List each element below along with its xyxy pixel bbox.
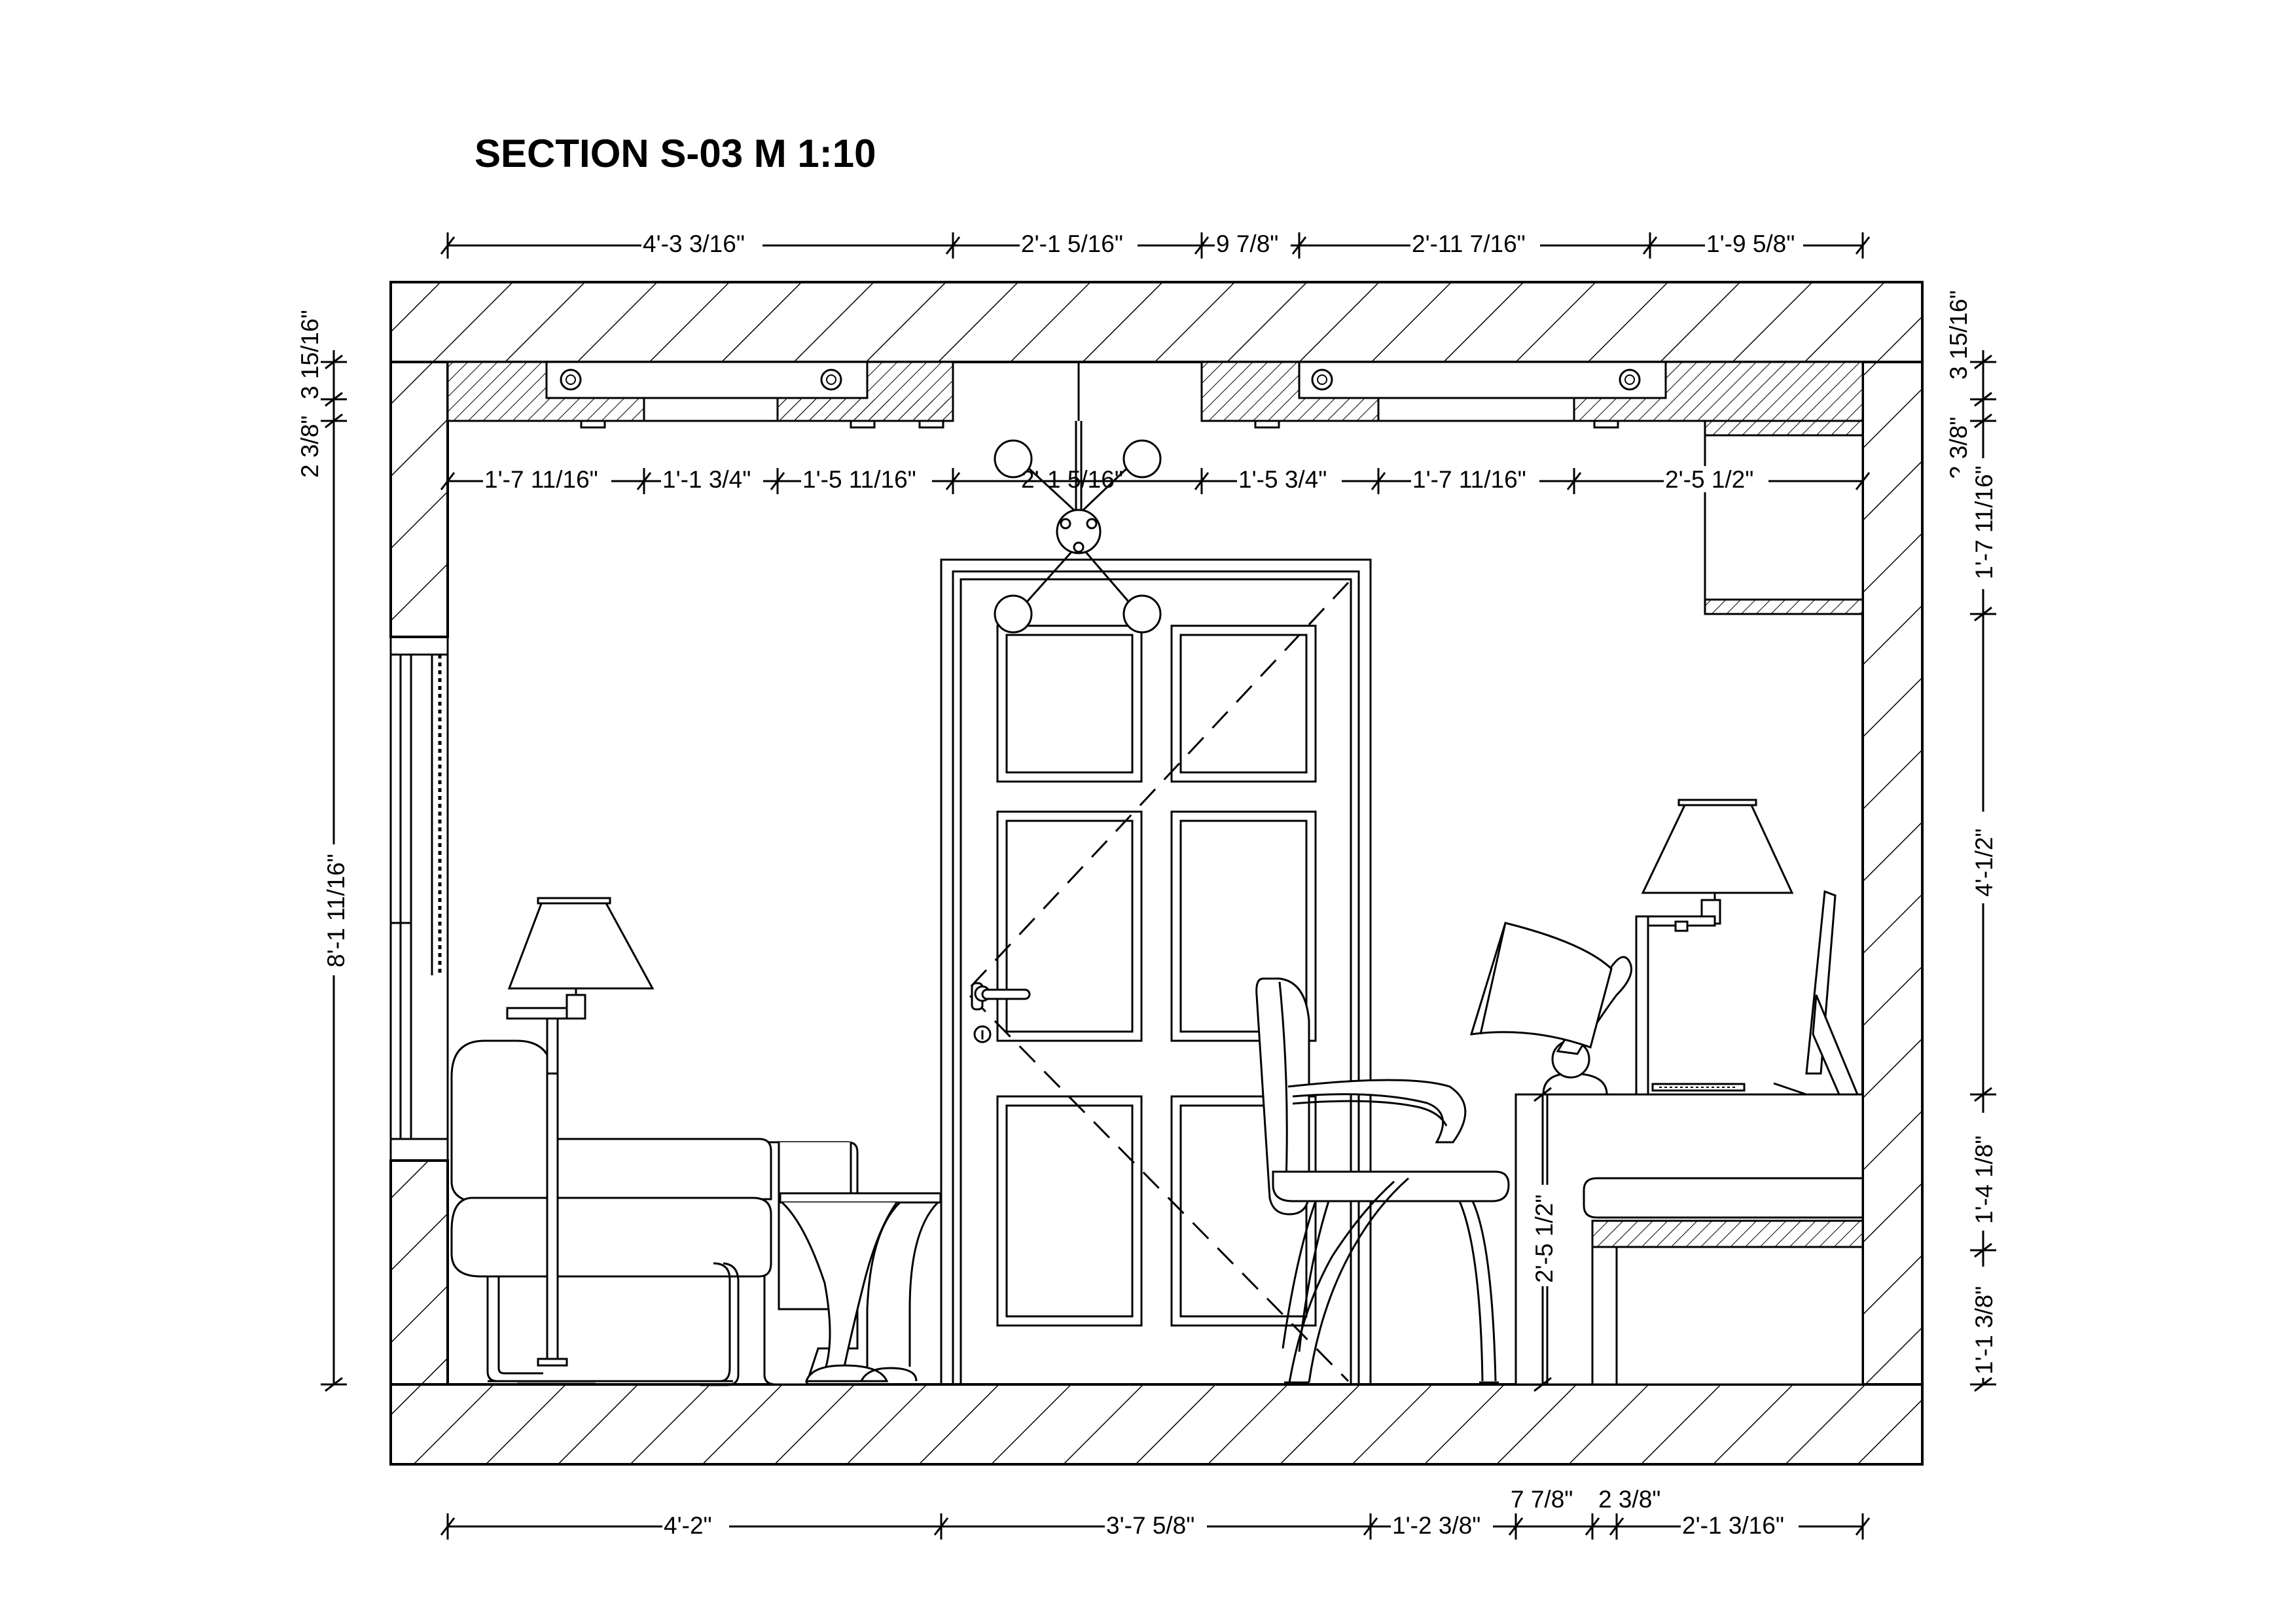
desk <box>1515 1093 1864 1386</box>
drawing-title: SECTION S-03 M 1:10 <box>475 132 876 175</box>
dim-label: 2'-1 5/16" <box>1021 466 1123 493</box>
ceiling-slab <box>389 281 1924 363</box>
cove-light-right <box>1298 361 1667 399</box>
dim-label: 1'-4 1/8" <box>1971 1136 1998 1224</box>
dimension-left: 2 3/8" 3 15/16" 8'-1 11/16" <box>296 310 350 1392</box>
dim-label: 2'-1 3/16" <box>1682 1512 1784 1539</box>
right-wall <box>1861 361 1924 1386</box>
door <box>940 558 1372 1386</box>
globe-bulb <box>1122 439 1162 478</box>
globe-bulb <box>994 594 1033 634</box>
dim-label: 1'-7 11/16" <box>1971 465 1998 579</box>
globe-bulb <box>994 439 1033 478</box>
wall-cabinet <box>1704 420 1864 615</box>
floor-slab <box>389 1383 1924 1466</box>
dimension-top-outer: 4'-3 3/16" 2'-1 5/16" 9 7/8" 2'-11 7/16"… <box>440 230 1871 259</box>
dim-label: 3 15/16" <box>1945 290 1972 380</box>
door-leaf <box>960 578 1352 1386</box>
wall-window <box>389 636 449 1162</box>
dim-label: 1'-7 11/16" <box>484 466 598 493</box>
dimension-top-inner: 1'-7 11/16" 1'-1 3/4" 1'-5 11/16" 2'-1 5… <box>440 466 1871 494</box>
dim-label: 1'-9 5/8" <box>1706 230 1795 257</box>
dim-label: 8'-1 11/16" <box>323 854 350 967</box>
monitor <box>1773 890 1859 1096</box>
dim-label: 1'-1 3/4" <box>662 466 751 493</box>
left-wall-upper <box>389 361 449 638</box>
dim-label: 7 7/8" <box>1511 1486 1573 1513</box>
door-handle <box>971 982 1031 1043</box>
side-table <box>779 1192 942 1382</box>
tick-marks <box>440 232 1871 259</box>
dim-label: 2'-5 1/2" <box>1531 1195 1558 1283</box>
dim-label: 1'-2 3/8" <box>1392 1512 1480 1539</box>
pendant-light <box>994 362 1162 634</box>
dim-label: 2'-5 1/2" <box>1665 466 1753 493</box>
dimension-right: 3 15/16" 2 3/8" 1'-7 11/16" 4'-1/2" 1'-4… <box>1945 290 1998 1392</box>
cove-light-left <box>545 361 869 399</box>
floor-lamp-right <box>1635 799 1794 1096</box>
dim-label: 2 3/8" <box>296 416 323 478</box>
keyboard <box>1651 1083 1746 1092</box>
dimension-desk-height: 2'-5 1/2" <box>1530 1087 1558 1392</box>
dim-label: 1'-7 11/16" <box>1412 466 1526 493</box>
door-panels <box>996 624 1317 1327</box>
dim-label: 4'-1/2" <box>1971 828 1998 897</box>
dim-label: 9 7/8" <box>1216 230 1278 257</box>
walls <box>389 281 1924 1466</box>
floor-lamp-left <box>506 897 655 1385</box>
dim-label: 2 3/8" <box>1598 1486 1660 1513</box>
left-wall-lower <box>389 1159 449 1386</box>
ceiling-bulkhead <box>446 361 1864 429</box>
dim-label: 2'-1 5/16" <box>1021 230 1123 257</box>
dim-label: 1'-5 11/16" <box>802 466 916 493</box>
dim-label: 2'-11 7/16" <box>1412 230 1526 257</box>
dim-label: 1'-5 3/4" <box>1238 466 1327 493</box>
dimension-bottom: 4'-2" 3'-7 5/8" 1'-2 3/8" 7 7/8" 2 3/8" … <box>440 1486 1871 1540</box>
door-swing-line <box>964 581 1350 1382</box>
dim-label: 4'-2" <box>664 1512 712 1539</box>
desk-lamp <box>1469 922 1632 1096</box>
dim-label: 4'-3 3/16" <box>643 230 745 257</box>
globe-bulb <box>1122 594 1162 634</box>
dim-label: 3 15/16" <box>296 310 323 399</box>
dim-label: 1'-1 3/8" <box>1971 1286 1998 1375</box>
dim-label: 3'-7 5/8" <box>1106 1512 1194 1539</box>
desk-chair <box>1255 977 1510 1384</box>
